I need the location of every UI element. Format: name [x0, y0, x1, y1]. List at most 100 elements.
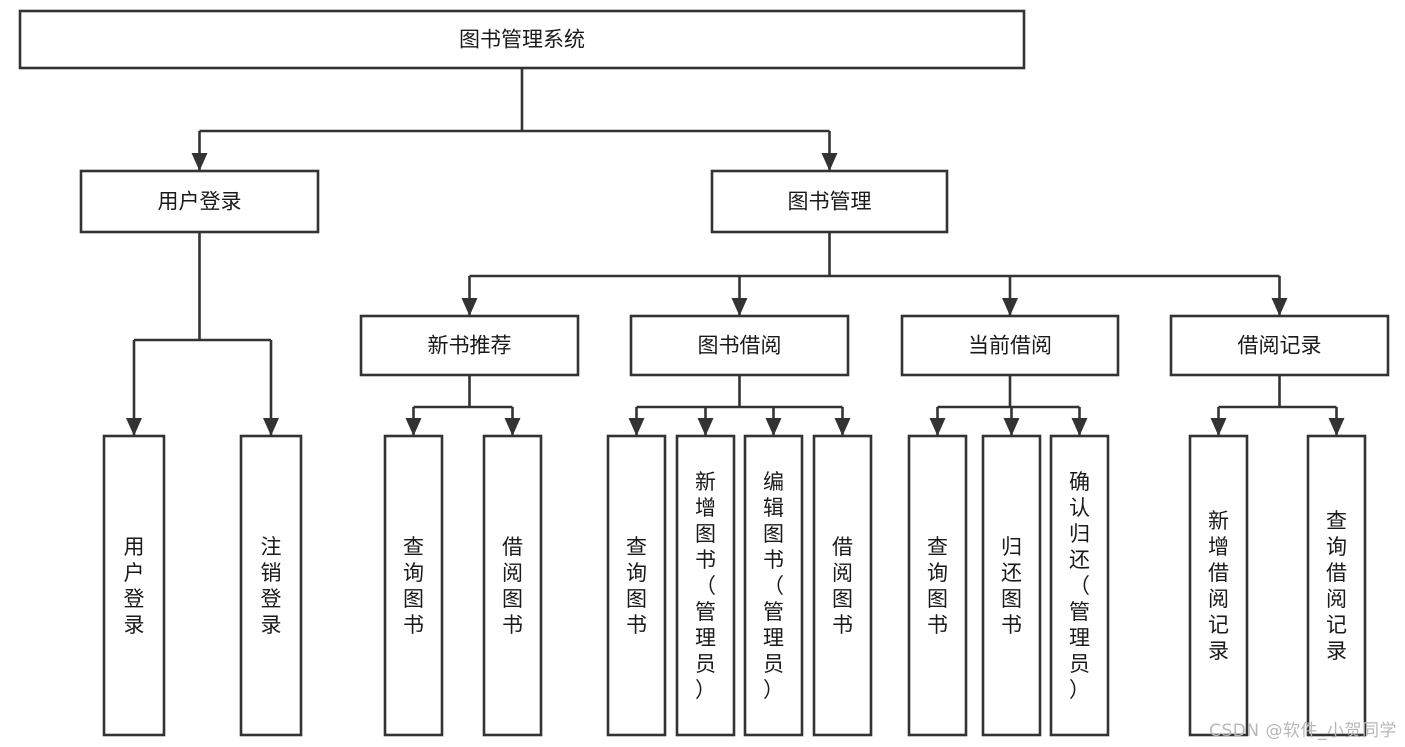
- node-l3-2-rect: [900, 314, 1120, 377]
- node-leaf-11-char: 阅: [1208, 587, 1229, 611]
- arrow-head-icon: [628, 418, 645, 436]
- node-leaf-11-char: 录: [1208, 639, 1229, 663]
- node-leaf-10-char: ）: [1069, 678, 1090, 702]
- arrow-head-icon: [191, 153, 208, 171]
- node-leaf-5-char: 增: [695, 496, 716, 520]
- node-leaf-4-char: 查: [626, 535, 647, 559]
- node-leaf-6-char: 管: [763, 600, 784, 624]
- node-leaf-5-char: 管: [695, 600, 716, 624]
- node-leaf-6-char: 员: [763, 652, 784, 676]
- node-leaf-7-char: 图: [832, 587, 853, 611]
- node-l3-2[interactable]: 当前借阅: [900, 314, 1120, 377]
- node-leaf-12-char: 借: [1326, 561, 1347, 585]
- node-leaf-0[interactable]: 用户登录: [102, 434, 166, 737]
- arrow-head-icon: [731, 298, 748, 316]
- arrow-head-icon: [697, 418, 714, 436]
- node-leaf-12-char: 阅: [1326, 587, 1347, 611]
- arrow-head-icon: [1210, 418, 1227, 436]
- node-l2-1[interactable]: 图书管理: [710, 169, 949, 234]
- arrow-head-icon: [834, 418, 851, 436]
- node-leaf-0-char: 录: [124, 613, 145, 637]
- node-leaf-11-char: 增: [1208, 535, 1229, 559]
- node-leaf-10-char: 归: [1069, 522, 1090, 546]
- node-leaf-6-char: 编: [763, 470, 784, 494]
- node-leaf-12-rect: [1306, 434, 1367, 737]
- node-leaf-9-char: 图: [1001, 587, 1022, 611]
- node-leaf-8-char: 询: [927, 561, 948, 585]
- node-leaf-0-char: 户: [124, 561, 145, 585]
- node-leaf-3-char: 借: [502, 535, 523, 559]
- node-leaf-2-char: 查: [403, 535, 424, 559]
- node-root-book-management-system-rect: [18, 9, 1026, 70]
- node-leaf-3-char: 图: [502, 587, 523, 611]
- node-root-book-management-system[interactable]: 图书管理系统: [18, 9, 1026, 70]
- node-l3-3-rect: [1169, 314, 1390, 377]
- node-l3-3[interactable]: 借阅记录: [1169, 314, 1390, 377]
- arrow-head-icon: [126, 418, 142, 436]
- node-l3-2-label: 当前借阅: [968, 334, 1052, 358]
- node-leaf-10-rect: [1049, 434, 1110, 737]
- arrow-head-icon: [405, 418, 422, 436]
- node-leaf-9-char: 书: [1001, 613, 1022, 637]
- node-l3-1[interactable]: 图书借阅: [629, 314, 850, 377]
- node-l3-0[interactable]: 新书推荐: [359, 314, 580, 377]
- node-leaf-4-char: 书: [626, 613, 647, 637]
- arrow-head-icon: [821, 153, 838, 171]
- node-leaf-8-char: 书: [927, 613, 948, 637]
- node-leaf-4-char: 询: [626, 561, 647, 585]
- arrow-head-icon: [1271, 298, 1288, 316]
- node-leaf-2-char: 书: [403, 613, 424, 637]
- node-leaf-10-char: （: [1069, 574, 1090, 598]
- node-l2-0[interactable]: 用户登录: [79, 169, 320, 234]
- node-leaf-3-char: 书: [502, 613, 523, 637]
- node-leaf-1-char: 录: [261, 613, 282, 637]
- arrow-head-icon: [461, 298, 478, 316]
- node-leaf-5-char: ）: [695, 678, 716, 702]
- node-leaf-1-char: 登: [261, 587, 282, 611]
- node-leaf-12-char: 询: [1326, 535, 1347, 559]
- node-leaf-0-rect: [102, 434, 166, 737]
- arrow-head-icon: [1003, 418, 1020, 436]
- node-leaf-11-char: 记: [1208, 613, 1229, 637]
- node-leaf-2-char: 询: [403, 561, 424, 585]
- node-leaf-0-char: 登: [124, 587, 145, 611]
- node-root-book-management-system-label: 图书管理系统: [459, 28, 585, 52]
- node-leaf-10-char: 还: [1069, 548, 1090, 572]
- node-l3-1-label: 图书借阅: [698, 334, 782, 358]
- arrow-head-icon: [1328, 418, 1345, 436]
- node-l3-3-label: 借阅记录: [1238, 334, 1322, 358]
- node-leaf-5-char: （: [695, 574, 716, 598]
- node-leaf-1-char: 销: [261, 561, 282, 585]
- node-leaf-6-char: 书: [763, 548, 784, 572]
- node-leaf-10-char: 理: [1069, 626, 1090, 650]
- node-leaf-6-char: 理: [763, 626, 784, 650]
- node-leaf-9-rect: [981, 434, 1042, 737]
- node-leaf-10-char: 认: [1069, 496, 1090, 520]
- node-leaf-5-char: 理: [695, 626, 716, 650]
- node-leaf-12-char: 记: [1326, 613, 1347, 637]
- node-l2-0-rect: [79, 169, 320, 234]
- node-leaf-11-char: 新: [1208, 509, 1229, 533]
- node-leaf-10-char: 管: [1069, 600, 1090, 624]
- node-leaf-11-rect: [1188, 434, 1249, 737]
- node-leaf-3-rect: [482, 434, 543, 737]
- node-l2-1-rect: [710, 169, 949, 234]
- node-leaf-12-char: 录: [1326, 639, 1347, 663]
- node-l2-0-label: 用户登录: [158, 190, 242, 214]
- node-leaf-4-char: 图: [626, 587, 647, 611]
- node-leaf-6-char: ）: [763, 678, 784, 702]
